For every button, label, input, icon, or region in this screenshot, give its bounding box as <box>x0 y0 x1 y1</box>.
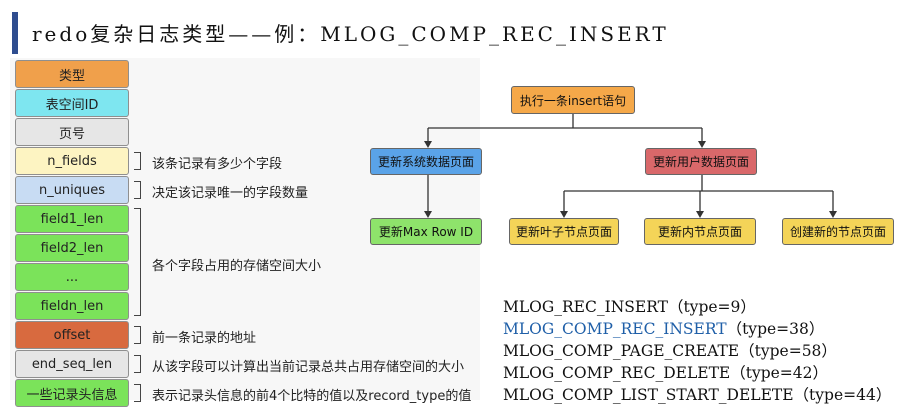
slide-title: redo复杂日志类型——例：MLOG_COMP_REC_INSERT <box>32 22 669 46</box>
field-space-id: 表空间ID <box>15 89 129 117</box>
note-n-uniques: 决定该记录唯一的字段数量 <box>152 186 309 201</box>
field-offset: offset <box>15 321 129 349</box>
field-page-no: 页号 <box>15 118 129 146</box>
tree-update-leaf-page: 更新叶子节点页面 <box>509 218 619 245</box>
field-fieldn-len: fieldn_len <box>15 292 129 320</box>
field-field1-len: field1_len <box>15 205 129 233</box>
type-row: MLOG_COMP_REC_DELETE（type=42） <box>503 364 829 382</box>
bracket-field-lens <box>134 208 141 316</box>
field-end-seq-len: end_seq_len <box>15 350 129 378</box>
tree-root-insert: 执行一条insert语句 <box>511 86 635 114</box>
type-row: MLOG_REC_INSERT（type=9） <box>503 298 756 316</box>
bracket-n-fields <box>134 152 141 170</box>
note-field-lens: 各个字段占用的存储空间大小 <box>152 259 322 274</box>
type-row: MLOG_COMP_REC_INSERT（type=38） <box>503 320 825 338</box>
tree-update-user-page: 更新用户数据页面 <box>645 148 757 175</box>
note-offset: 前一条记录的地址 <box>152 331 257 346</box>
tree-update-max-row-id: 更新Max Row ID <box>370 218 482 245</box>
tree-update-system-page: 更新系统数据页面 <box>370 148 482 175</box>
bracket-offset <box>134 326 141 344</box>
tree-update-inner-page: 更新内节点页面 <box>644 218 756 245</box>
bracket-end-seq-len <box>134 355 141 373</box>
field-n-uniques: n_uniques <box>15 176 129 204</box>
type-row: MLOG_COMP_LIST_START_DELETE（type=44） <box>503 386 892 404</box>
field-type: 类型 <box>15 60 129 88</box>
note-end-seq-len: 从该字段可以计算出当前记录总共占用存储空间的大小 <box>152 360 465 375</box>
tree-create-new-page: 创建新的节点页面 <box>782 218 894 245</box>
field-field2-len: field2_len <box>15 234 129 262</box>
redo-type-list: MLOG_REC_INSERT（type=9） MLOG_COMP_REC_IN… <box>503 296 891 406</box>
title-accent-bar <box>12 12 18 54</box>
bracket-n-uniques <box>134 181 141 199</box>
field-ellipsis: ... <box>15 263 129 291</box>
field-n-fields: n_fields <box>15 147 129 175</box>
note-n-fields: 该条记录有多少个字段 <box>152 157 283 172</box>
type-row: MLOG_COMP_PAGE_CREATE（type=58） <box>503 342 837 360</box>
